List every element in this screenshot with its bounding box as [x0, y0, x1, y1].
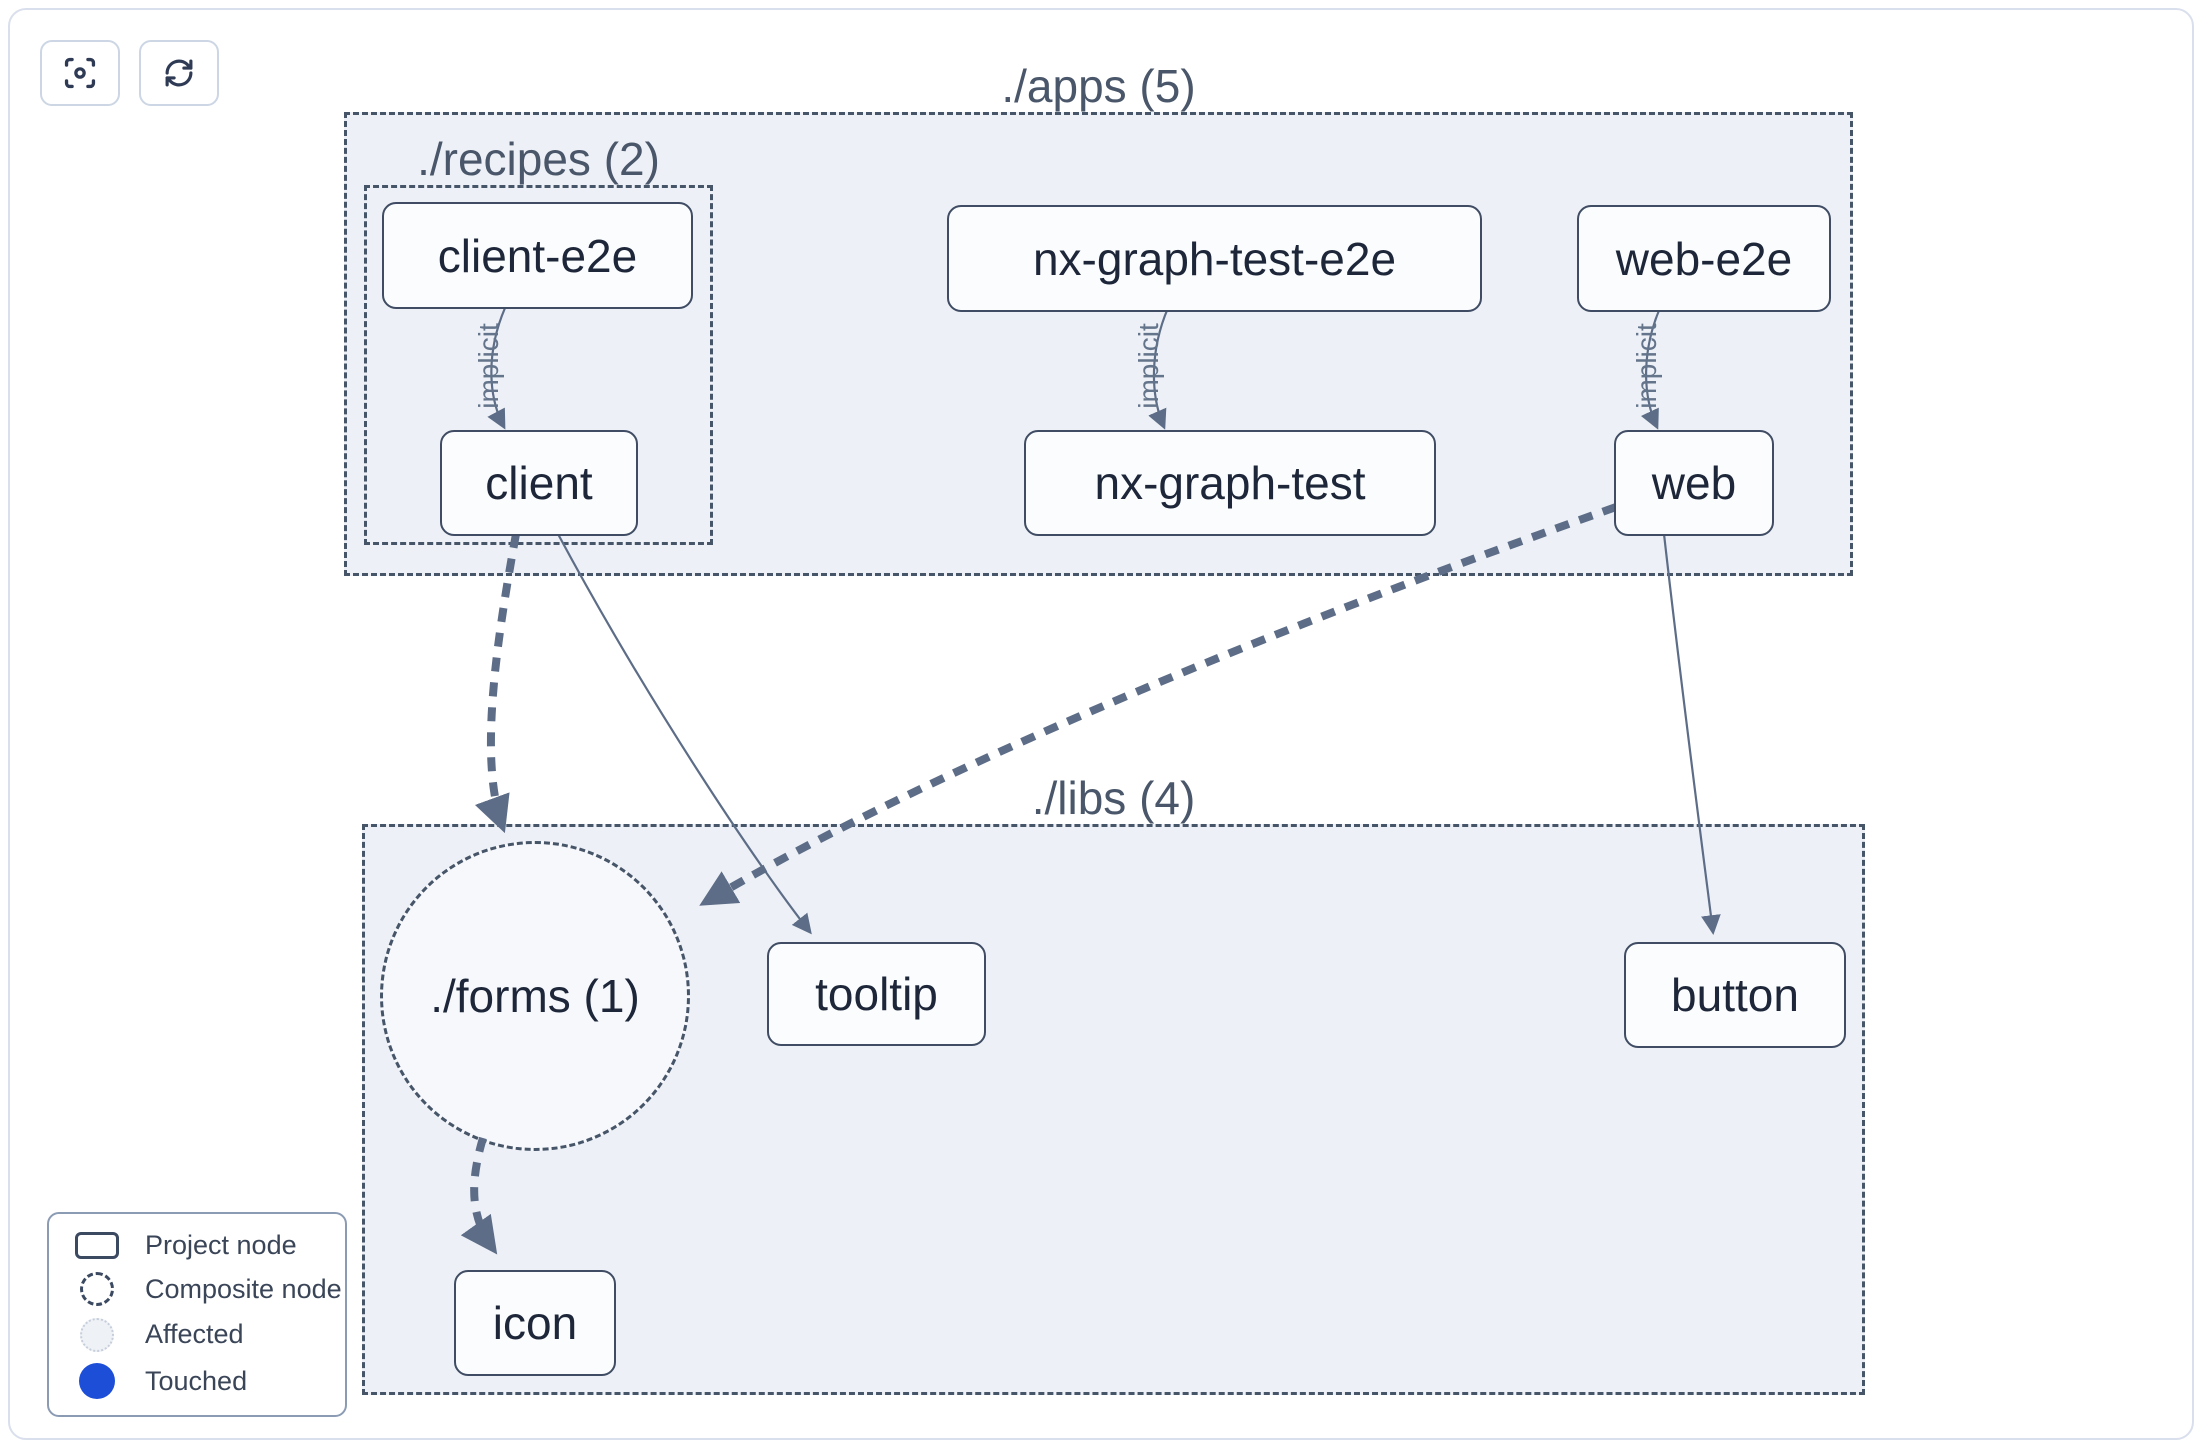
node-icon-label: icon	[492, 1297, 578, 1349]
refresh-button[interactable]	[139, 40, 219, 106]
legend-item-project-node: Project node	[49, 1230, 345, 1261]
focus-crosshair-icon	[61, 54, 99, 92]
touched-swatch-icon	[79, 1363, 115, 1400]
edge-label-implicit: implicit	[1631, 323, 1662, 409]
legend-item-composite-node: Composite node	[49, 1272, 345, 1307]
nx-graph-canvas[interactable]: ./apps (5) ./recipes (2) ./libs (4) ./fo…	[8, 8, 2194, 1440]
composite-node-swatch-icon	[80, 1272, 114, 1307]
legend: Project node Composite node Affected Tou…	[47, 1212, 347, 1417]
node-button-label: button	[1671, 969, 1799, 1021]
focus-button[interactable]	[40, 40, 120, 106]
node-button[interactable]: button	[1624, 942, 1846, 1048]
composite-node-forms-label: ./forms (1)	[430, 970, 640, 1022]
legend-label: Project node	[145, 1229, 297, 1260]
node-web-label: web	[1651, 457, 1737, 509]
node-client-label: client	[485, 457, 593, 509]
node-nx-graph-test-e2e-label: nx-graph-test-e2e	[1032, 232, 1397, 285]
node-nx-graph-test-label: nx-graph-test	[1094, 457, 1366, 509]
project-node-swatch-icon	[75, 1231, 119, 1259]
legend-label: Touched	[145, 1365, 248, 1396]
node-web-e2e[interactable]: web-e2e	[1577, 205, 1831, 312]
group-libs-label: ./libs (4)	[1031, 772, 1196, 824]
affected-swatch-icon	[80, 1317, 114, 1352]
node-tooltip-label: tooltip	[815, 968, 938, 1020]
refresh-arrows-icon	[160, 54, 198, 92]
composite-node-forms[interactable]: ./forms (1)	[380, 841, 690, 1151]
edge-label-implicit: implicit	[473, 323, 504, 409]
node-client-e2e-label: client-e2e	[437, 229, 638, 282]
legend-item-affected: Affected	[49, 1317, 345, 1352]
legend-label: Composite node	[145, 1273, 342, 1304]
group-recipes-label: ./recipes (2)	[417, 133, 660, 185]
legend-item-touched: Touched	[49, 1363, 345, 1400]
node-client-e2e[interactable]: client-e2e	[382, 202, 693, 309]
node-nx-graph-test-e2e[interactable]: nx-graph-test-e2e	[947, 205, 1482, 312]
node-tooltip[interactable]: tooltip	[767, 942, 986, 1046]
node-nx-graph-test[interactable]: nx-graph-test	[1024, 430, 1436, 536]
edge-label-implicit: implicit	[1133, 323, 1164, 409]
group-apps-label: ./apps (5)	[1001, 60, 1196, 112]
node-icon[interactable]: icon	[454, 1270, 616, 1376]
legend-label: Affected	[145, 1319, 244, 1350]
node-web-e2e-label: web-e2e	[1615, 232, 1793, 285]
node-web[interactable]: web	[1614, 430, 1774, 536]
node-client[interactable]: client	[440, 430, 638, 536]
